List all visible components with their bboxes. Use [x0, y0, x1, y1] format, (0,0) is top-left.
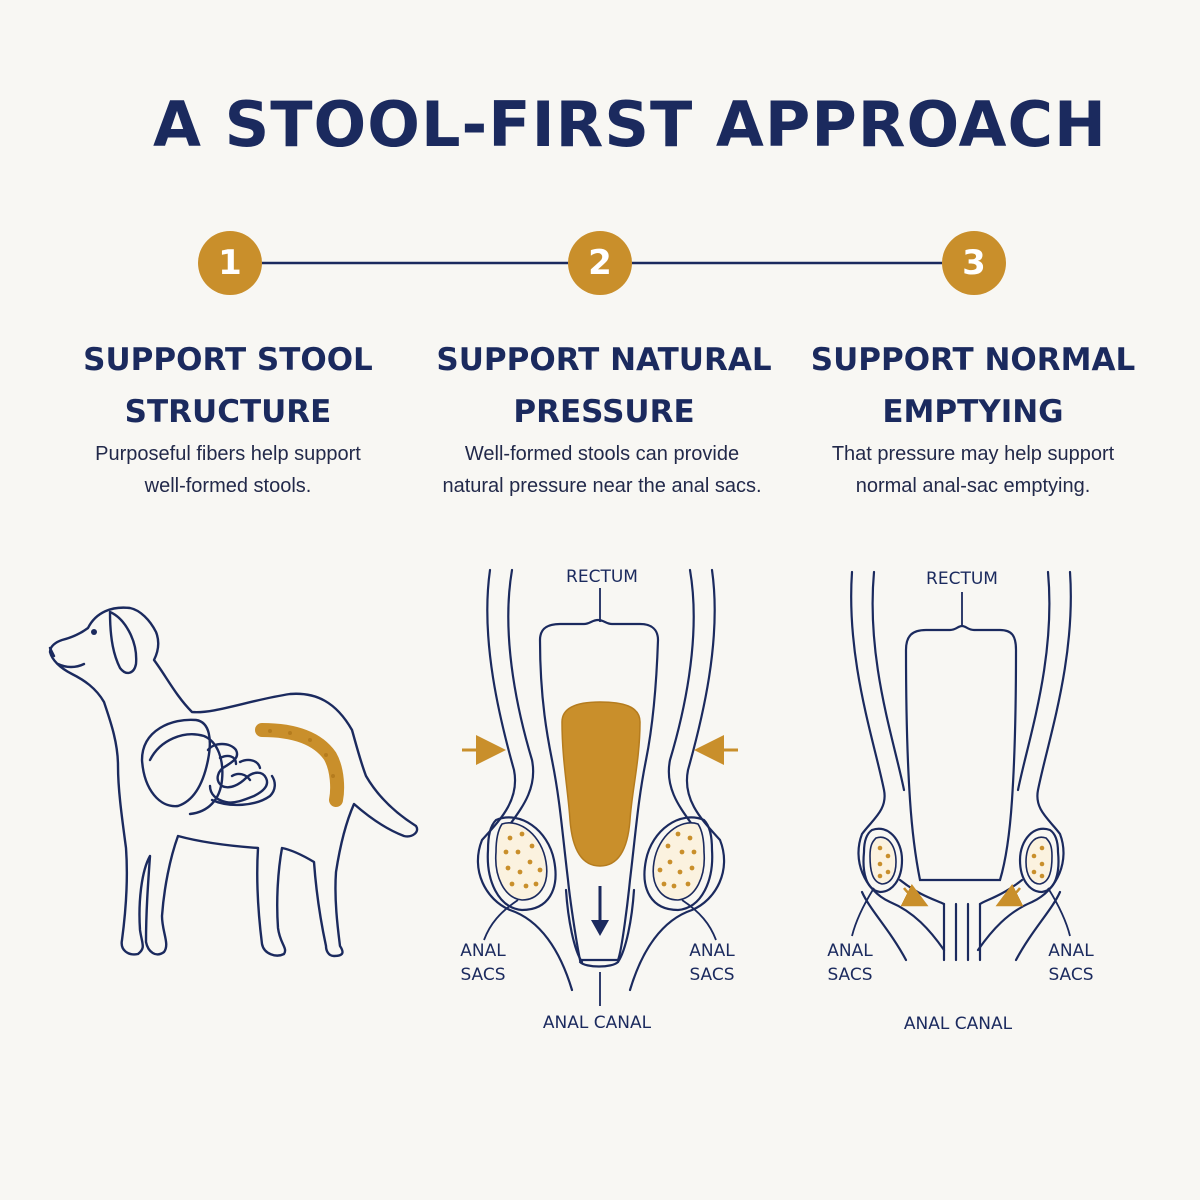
step-2-heading: SUPPORT NATURAL PRESSURE [424, 334, 784, 438]
d2-rectum-label: RECTUM [566, 567, 638, 587]
step-1-badge: 1 [198, 231, 262, 295]
step-2-badge: 2 [568, 231, 632, 295]
step-3-heading-line-1: SUPPORT NORMAL [810, 342, 1136, 378]
emptying-arrow-left-icon [900, 883, 929, 907]
pressure-diagram [476, 568, 726, 992]
d3-rectum-label: RECTUM [926, 569, 998, 589]
step-1-heading-line-1: SUPPORT STOOL [83, 342, 373, 378]
dog-illustration [48, 606, 419, 958]
d2-left-label-2: SACS [460, 965, 505, 985]
d2-right-label-1: ANAL [689, 941, 735, 961]
d2-right-label-2: SACS [689, 965, 734, 985]
down-arrow-icon [591, 886, 609, 936]
d3-right-anal-sac [1025, 836, 1053, 885]
step-2-heading-line-2: PRESSURE [513, 394, 695, 430]
step-1-description-line-2: well-formed stools. [144, 475, 312, 497]
d3-right-label-2: SACS [1048, 965, 1093, 985]
d2-left-label-1: ANAL [460, 941, 506, 961]
step-3-heading-line-2: EMPTYING [882, 394, 1064, 430]
colon-stool [255, 723, 345, 807]
emptying-arrow-right-icon [995, 883, 1024, 907]
d2-canal-label: ANAL CANAL [543, 1013, 652, 1033]
step-3-heading: SUPPORT NORMAL EMPTYING [793, 334, 1153, 438]
step-2-description-line-1: Well-formed stools can provide [464, 443, 740, 465]
step-3-description-line-2: normal anal-sac emptying. [855, 475, 1091, 497]
step-1-heading: SUPPORT STOOL STRUCTURE [48, 334, 408, 438]
step-1-heading-line-2: STRUCTURE [124, 394, 332, 430]
d3-left-label-1: ANAL [827, 941, 873, 961]
step-3-description: That pressure may help support normal an… [783, 438, 1163, 502]
stool-mass [561, 701, 641, 867]
step-3-description-line-1: That pressure may help support [831, 443, 1115, 465]
emptying-diagram [850, 570, 1072, 962]
step-1-description-line-1: Purposeful fibers help support [95, 443, 361, 465]
step-2-heading-line-1: SUPPORT NATURAL [436, 342, 772, 378]
left-anal-sac [494, 822, 548, 901]
page-title: A STOOL-FIRST APPROACH [153, 88, 1107, 161]
d3-left-anal-sac [869, 836, 897, 885]
step-1-description: Purposeful fibers help support well-form… [38, 438, 418, 502]
step-2-description-line-2: natural pressure near the anal sacs. [442, 475, 762, 497]
d3-left-label-2: SACS [827, 965, 872, 985]
right-anal-sac [652, 822, 706, 901]
step-3-badge: 3 [942, 231, 1006, 295]
d3-canal-label: ANAL CANAL [904, 1014, 1013, 1034]
d3-right-label-1: ANAL [1048, 941, 1094, 961]
step-2-description: Well-formed stools can provide natural p… [412, 438, 792, 502]
